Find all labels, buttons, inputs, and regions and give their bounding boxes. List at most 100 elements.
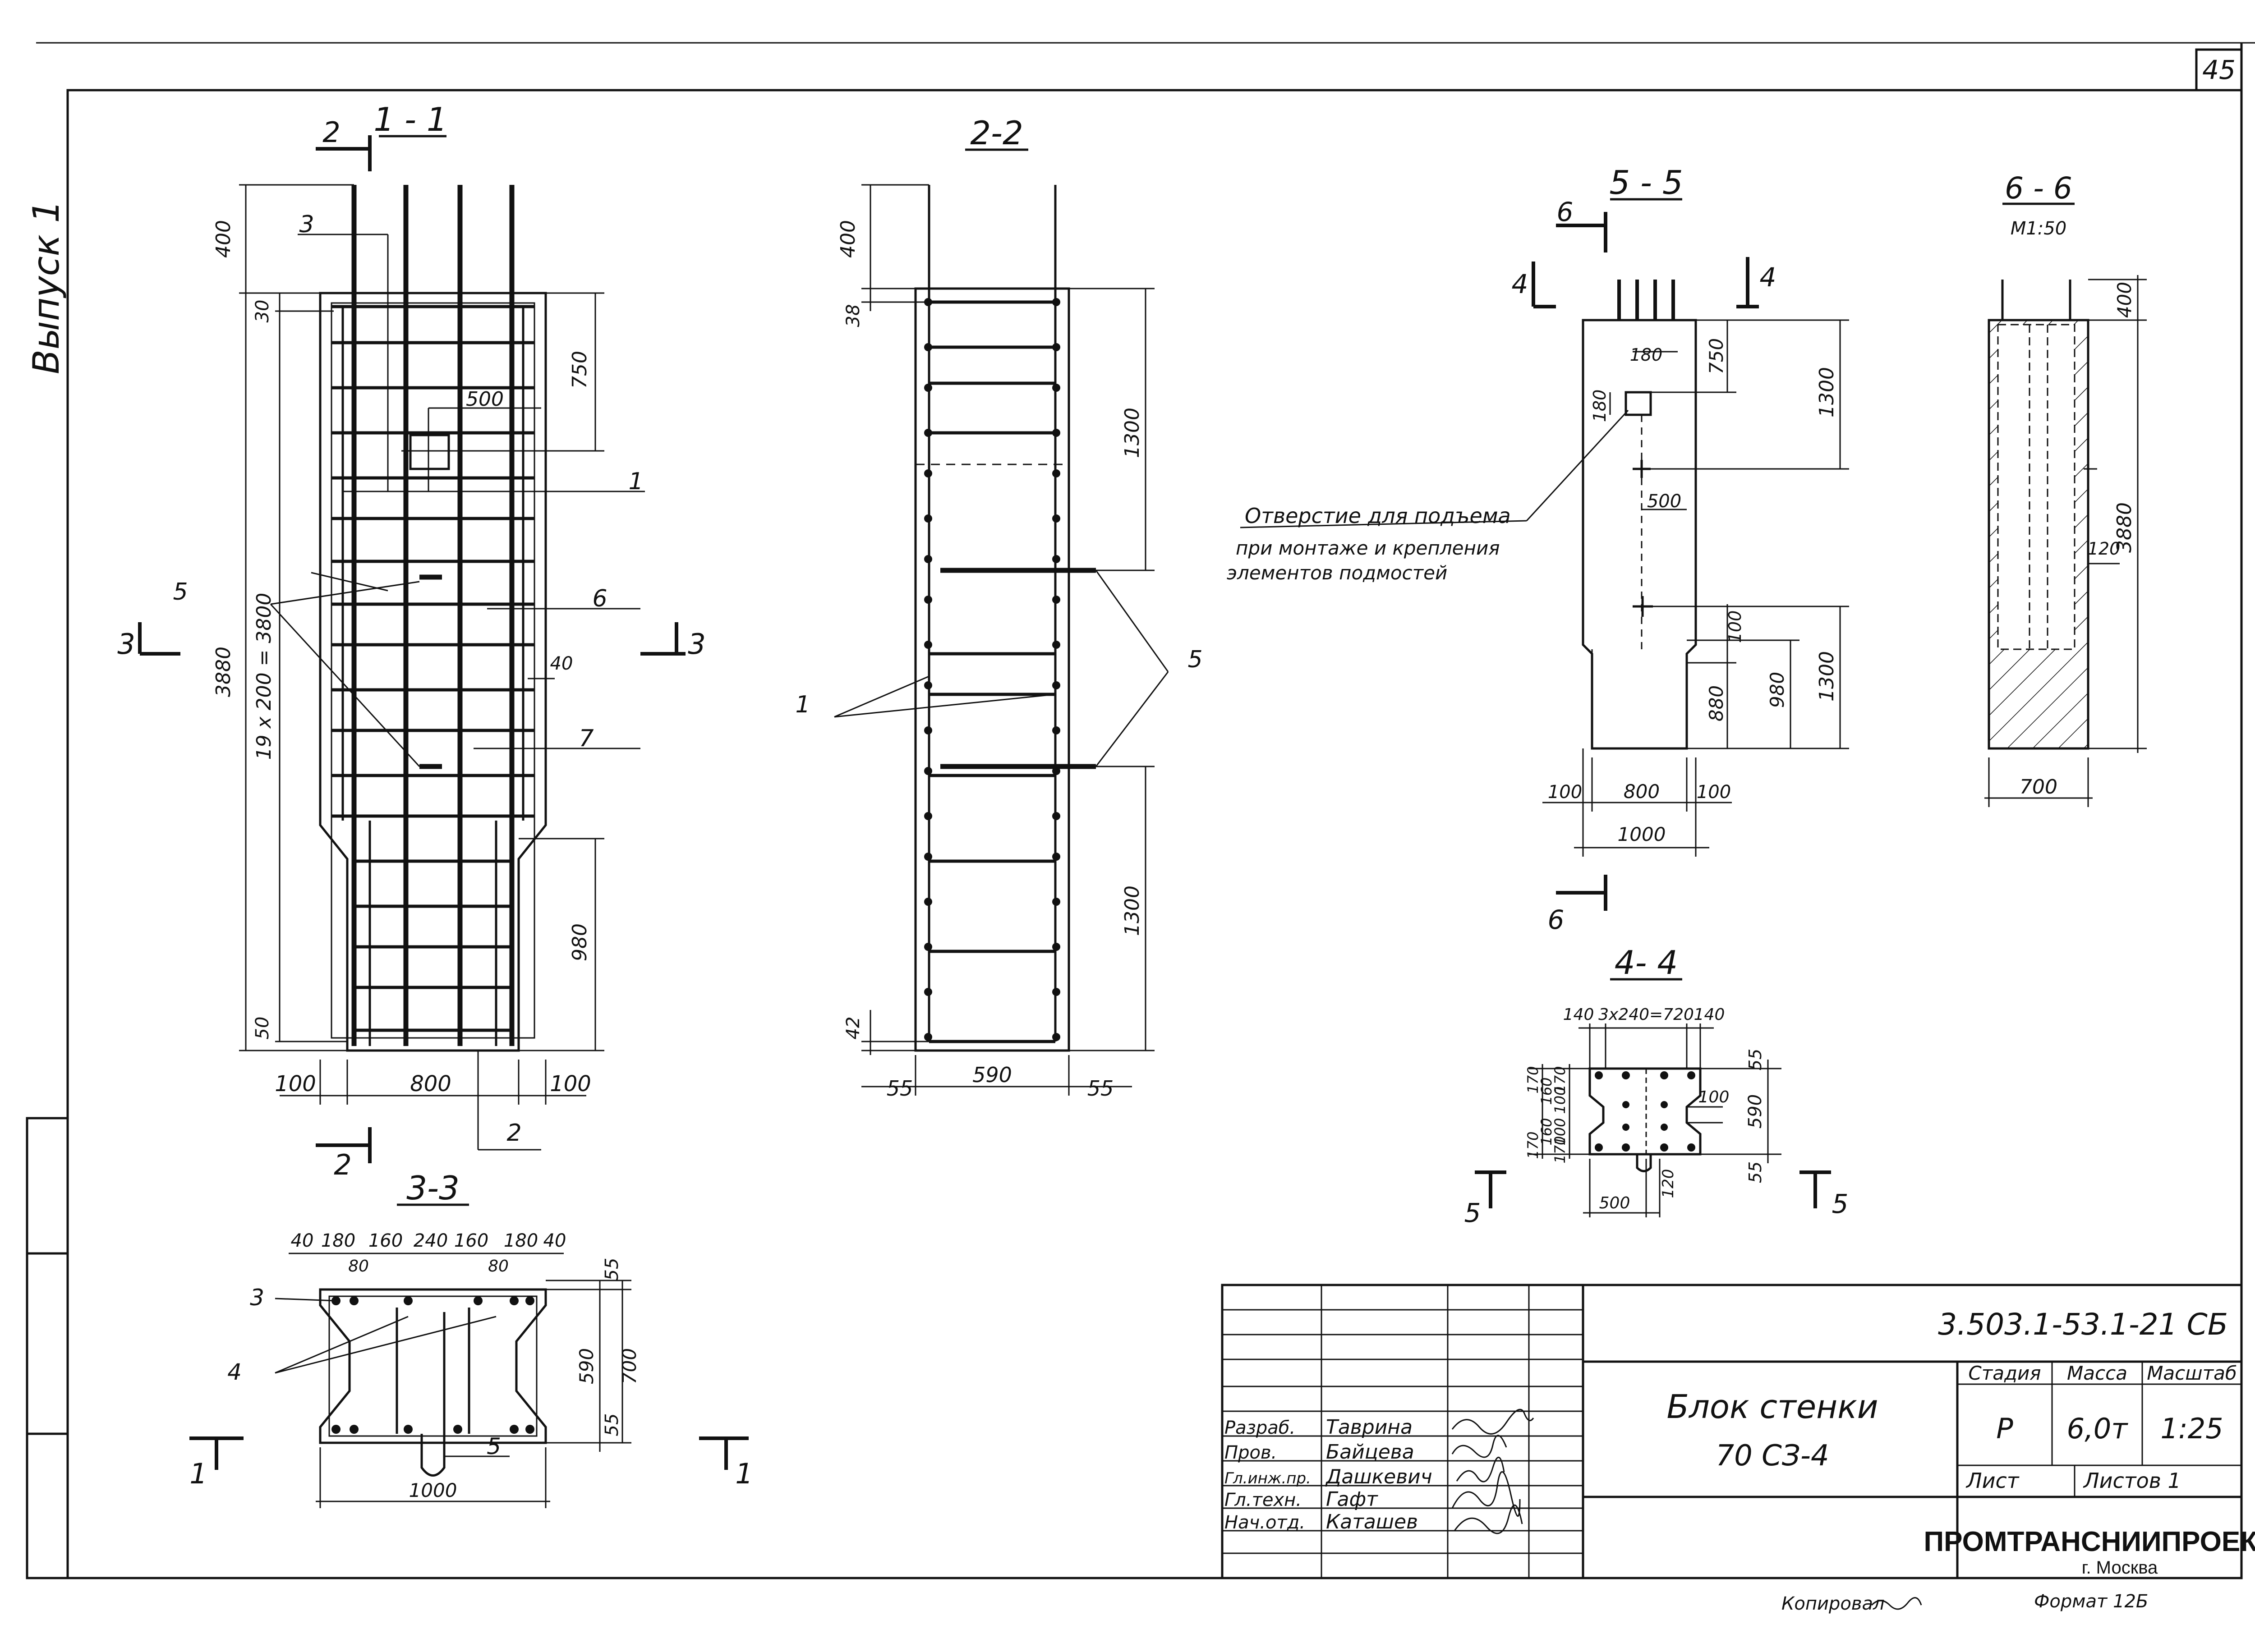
dim-2-2-w55a: 55 (887, 1076, 913, 1101)
dim-4-4-140a: 140 (1563, 1005, 1594, 1024)
doc-code: 3.503.1-53.1-21 СБ (1938, 1307, 2228, 1342)
dim-4-4-140b: 140 (1694, 1005, 1725, 1024)
cut-mark-3-left: 3 (117, 628, 135, 661)
dim-5-5-180b: 180 (1590, 390, 1610, 422)
dim-w100-right: 100 (550, 1071, 591, 1097)
dim-5-5-100: 100 (1725, 610, 1745, 643)
dim-4-4-55b: 55 (1745, 1161, 1765, 1183)
copied-label: Копировал (1781, 1593, 1885, 1614)
dim-3-3-top-7: 40 (543, 1230, 566, 1251)
dim-980: 980 (568, 923, 591, 961)
callout-7: 7 (579, 725, 594, 752)
role-1: Разраб. (1224, 1418, 1295, 1438)
value-scale: 1:25 (2160, 1412, 2223, 1445)
drawing-title-line-1: Блок стенки (1666, 1388, 1878, 1426)
dim-2-2-1300a: 1300 (1121, 408, 1144, 458)
section-3-3-title: 3-3 (406, 1169, 460, 1207)
section-1-1-title: 1 - 1 (373, 101, 447, 138)
dim-4-4-120: 120 (1659, 1169, 1677, 1198)
section-6-6: 6 - 6 М1:50 (1984, 171, 2147, 807)
header-scale: Масштаб (2147, 1362, 2237, 1384)
note-line-2: при монтаже и крепления (1236, 537, 1500, 559)
dim-4-4-100: 100 (1698, 1088, 1730, 1106)
dim-2-2-38: 38 (843, 304, 864, 327)
name-1: Таврина (1326, 1416, 1413, 1439)
callout-3-3-5: 5 (487, 1433, 501, 1459)
note-line-1: Отверстие для подъема (1245, 504, 1511, 528)
cut-mark-4-left: 4 (1512, 269, 1528, 299)
dim-3-3-700: 700 (618, 1348, 640, 1384)
signature-rows: Разраб. Таврина Пров. Байцева Гл.инж.пр.… (1224, 1416, 1432, 1533)
callout-6: 6 (592, 585, 607, 612)
dim-3-3-80b: 80 (488, 1257, 509, 1276)
cut-mark-2-bottom: 2 (334, 1148, 351, 1181)
copier-signature (1871, 1597, 1922, 1610)
section-4-4: 4- 4 (1475, 944, 1831, 1217)
cut-mark-6-top: 6 (1557, 197, 1574, 227)
dim-2-2-400: 400 (837, 220, 860, 258)
value-mass: 6,0т (2067, 1412, 2129, 1445)
sheets-label: Листов 1 (2083, 1468, 2181, 1493)
name-5: Каташев (1326, 1510, 1418, 1533)
cut-mark-1-right: 1 (735, 1457, 753, 1490)
dim-3-3-top-4: 240 (414, 1230, 448, 1251)
dim-4-4-55a: 55 (1745, 1049, 1765, 1070)
org-name: ПРОМТРАНСНИИПРОЕКТ (1924, 1526, 2255, 1557)
dim-5-5-w100b: 100 (1697, 782, 1731, 803)
dim-2-2-1300b: 1300 (1121, 886, 1144, 936)
dim-3-3-top-5: 160 (454, 1230, 488, 1251)
note-line-3: элементов подмостей (1227, 562, 1447, 584)
dim-3-3-top-1: 40 (291, 1230, 314, 1251)
dim-6-6-400: 400 (2113, 282, 2135, 318)
dim-3-3-80a: 80 (348, 1257, 369, 1276)
dim-5-5-1300b: 1300 (1815, 651, 1838, 702)
dim-6-6-120: 120 (2088, 539, 2121, 559)
name-2: Байцева (1326, 1441, 1414, 1464)
dim-19x200: 19 x 200 = 3800 (253, 593, 276, 760)
section-6-6-title: 6 - 6 (2005, 171, 2072, 206)
cut-mark-5-left: 5 (1464, 1198, 1481, 1228)
dim-2-2-42: 42 (843, 1017, 864, 1040)
dim-3-3-55b: 55 (602, 1413, 622, 1436)
format-label: Формат 12Б (2034, 1591, 2148, 1612)
dim-5-5-750: 750 (1705, 338, 1727, 374)
name-3: Дашкевич (1325, 1465, 1432, 1488)
dim-4-4-left-6: 170 (1524, 1131, 1542, 1159)
dim-w800: 800 (410, 1071, 451, 1097)
cut-mark-2-top: 2 (322, 116, 340, 149)
callout-3-3-4: 4 (227, 1359, 242, 1385)
longitudinal-bar-dots (924, 298, 1060, 1041)
dim-4-4-left-3: 170 (1551, 1066, 1569, 1093)
dim-3-3-top-6: 180 (504, 1230, 538, 1251)
dim-5-5-1300a: 1300 (1815, 367, 1838, 418)
dim-4-4-left-7: 160 (1538, 1118, 1555, 1145)
section-5-5-title: 5 - 5 (1609, 164, 1683, 202)
dim-4-4-3x240: 3x240=720 (1598, 1005, 1694, 1024)
dim-4-4-left-1: 170 (1524, 1066, 1542, 1093)
dim-2-2-w590: 590 (972, 1063, 1012, 1087)
callout-3-3-3: 3 (250, 1285, 264, 1311)
dim-5-5-w800: 800 (1624, 780, 1660, 803)
section-5-5: 5 - 5 (1240, 164, 1849, 911)
callout-1-2-2: 1 (795, 691, 810, 718)
callout-5-2-2: 5 (1187, 646, 1202, 673)
handwritten-signatures (1451, 1409, 1534, 1534)
sheet-frame (26, 42, 2255, 1579)
section-2-2-title: 2-2 (970, 114, 1023, 152)
dim-3-3-590: 590 (575, 1348, 598, 1384)
lifting-hole-note: Отверстие для подъема при монтаже и креп… (1227, 504, 1511, 584)
dim-500: 500 (466, 388, 504, 411)
header-mass: Масса (2067, 1362, 2127, 1384)
value-stage: Р (1996, 1412, 2013, 1445)
callout-3: 3 (299, 211, 314, 238)
dim-5-5-180a: 180 (1630, 345, 1663, 365)
cut-mark-6-bottom: 6 (1548, 904, 1565, 935)
dim-3-3-top-2: 180 (321, 1230, 355, 1251)
dim-4-4-left-4: 100 (1551, 1086, 1569, 1114)
dim-3880: 3880 (212, 647, 235, 697)
dim-3-3-1000: 1000 (409, 1479, 457, 1501)
page-number: 45 (2202, 55, 2236, 85)
stirrups-1-1 (331, 305, 534, 1032)
dim-4-4-590: 590 (1745, 1094, 1766, 1129)
